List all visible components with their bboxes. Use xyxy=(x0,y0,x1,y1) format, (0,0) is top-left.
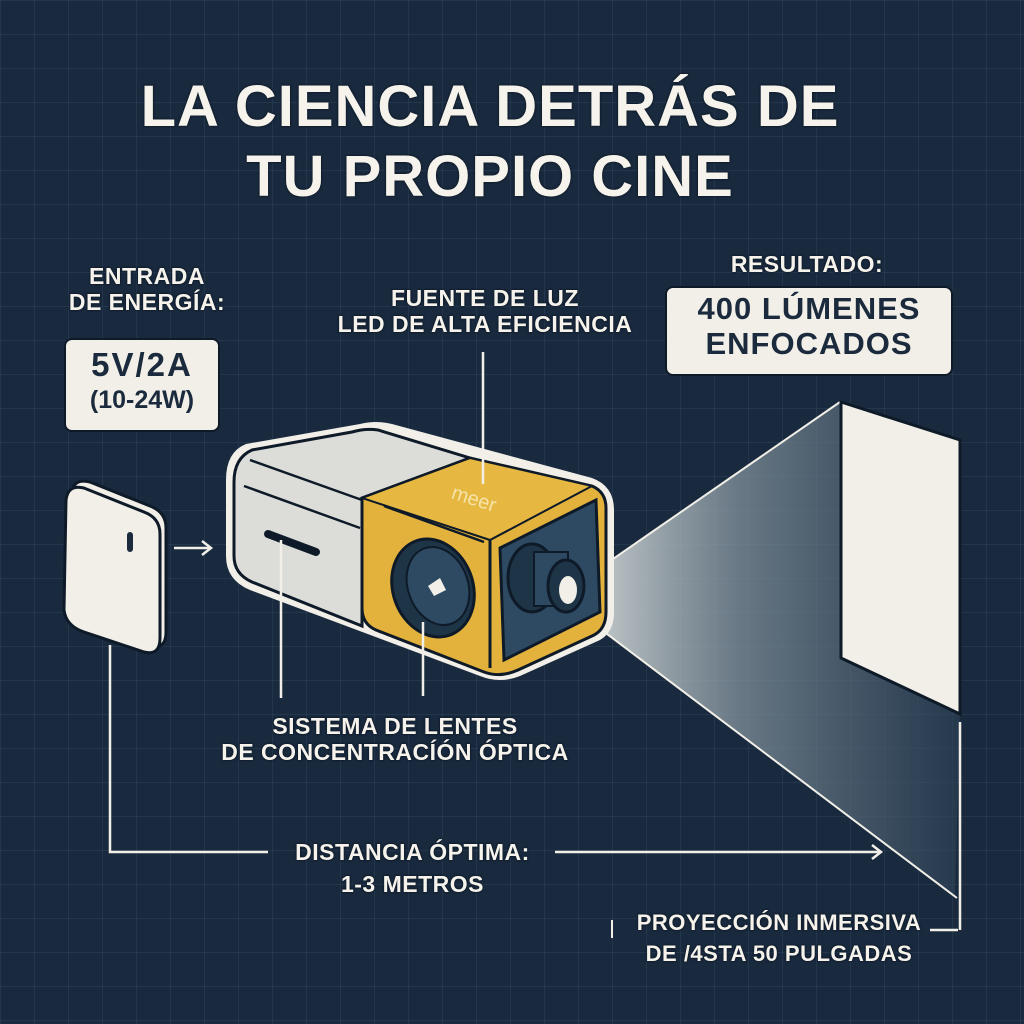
distance-line-2: 1-3 METROS xyxy=(340,871,485,898)
power-value: 5V/2A xyxy=(91,346,193,383)
power-spec-box: 5V/2A (10-24W) xyxy=(64,338,220,432)
result-value-line-2: ENFOCADOS xyxy=(705,325,913,361)
title-line-1: LA CIENCIA DETRÁS DE xyxy=(140,74,840,139)
result-box: 400 LÚMENES ENFOCADOS xyxy=(665,286,953,376)
projection-screen xyxy=(611,399,962,938)
result-value-line-1: 400 LÚMENES xyxy=(697,291,921,326)
power-adapter xyxy=(62,479,168,655)
distance-connector xyxy=(108,645,884,860)
distance-label: DISTANCIA ÓPTIMA: 1-3 METROS xyxy=(270,836,555,900)
power-range: (10-24W) xyxy=(89,386,195,414)
power-heading-line-2: DE ENERGÍA: xyxy=(68,288,226,315)
projector xyxy=(226,422,614,680)
projection-line-2: DE /4STA 50 PULGADAS xyxy=(645,940,913,966)
led-indicator-icon xyxy=(127,532,133,552)
arrow-right-icon xyxy=(201,540,214,556)
title-line-2: TU PROPIO CINE xyxy=(246,143,734,209)
lens-system-label: SISTEMA DE LENTES DE CONCENTRACÍÓN ÓPTIC… xyxy=(210,713,580,766)
power-heading-line-1: ENTRADA xyxy=(89,263,205,289)
power-input-heading: ENTRADA DE ENERGÍA: xyxy=(52,263,242,316)
power-arrow xyxy=(174,540,214,556)
light-source-line-2: LED DE ALTA EFICIENCIA xyxy=(337,310,633,337)
arrow-right-icon xyxy=(871,844,884,860)
light-source-label: FUENTE DE LUZ LED DE ALTA EFICIENCIA xyxy=(330,285,640,338)
vent-slot-icon xyxy=(264,530,320,556)
lens-system-line-1: SISTEMA DE LENTES xyxy=(272,713,518,739)
lens-glare-icon xyxy=(428,578,446,596)
projection-line-1: PROYECCIÓN INMERSIVA xyxy=(636,910,922,935)
result-heading: RESULTADO: xyxy=(730,251,884,277)
page-title: LA CIENCIA DETRÁS DE TU PROPIO CINE xyxy=(0,72,980,211)
light-source-line-1: FUENTE DE LUZ xyxy=(391,285,579,311)
distance-line-1: DISTANCIA ÓPTIMA: xyxy=(295,839,530,865)
projection-label: PROYECCIÓN INMERSIVA DE /4STA 50 PULGADA… xyxy=(614,908,944,970)
lens-system-line-2: DE CONCENTRACÍÓN ÓPTICA xyxy=(221,738,569,765)
